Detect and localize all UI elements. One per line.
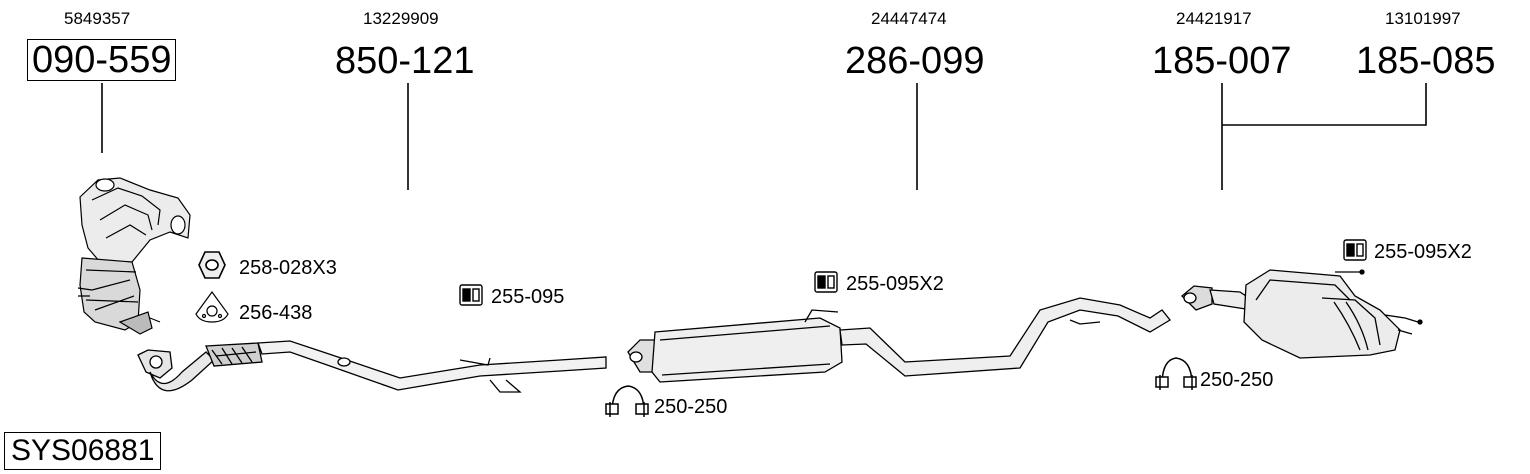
mount-rear-icon xyxy=(1343,239,1367,261)
nut-icon xyxy=(198,251,226,279)
oe-number-rear-silencer-alt: 13101997 xyxy=(1385,9,1461,28)
leader-rear-silencer-alt xyxy=(1222,83,1427,126)
oe-number-front-pipe: 13229909 xyxy=(363,9,439,28)
manifold-catalyst xyxy=(77,177,191,335)
oe-number-rear-silencer: 24421917 xyxy=(1176,9,1252,28)
front-pipe xyxy=(137,340,607,393)
label-gasket[interactable]: 256-438 xyxy=(239,302,313,324)
clamp-rear-icon xyxy=(1155,357,1197,390)
part-number-front-pipe[interactable]: 850-121 xyxy=(335,40,475,82)
part-number-rear-silencer[interactable]: 185-007 xyxy=(1152,40,1292,82)
label-mount-mid[interactable]: 255-095X2 xyxy=(846,273,944,295)
label-mount-front[interactable]: 255-095 xyxy=(491,286,565,308)
part-number-manifold[interactable]: 090-559 xyxy=(27,39,177,81)
clamp-mid-icon xyxy=(605,385,649,417)
rear-silencer xyxy=(1181,269,1423,359)
gasket-icon xyxy=(195,290,229,323)
oe-number-middle-silencer: 24447474 xyxy=(871,9,947,28)
mount-mid-icon xyxy=(814,271,838,293)
mount-front-icon xyxy=(459,284,483,306)
middle-silencer xyxy=(627,297,1171,383)
part-number-middle-silencer[interactable]: 286-099 xyxy=(845,40,985,82)
label-mount-rear[interactable]: 255-095X2 xyxy=(1374,241,1472,263)
label-clamp-mid[interactable]: 250-250 xyxy=(654,396,728,418)
part-number-rear-silencer-alt[interactable]: 185-085 xyxy=(1356,40,1496,82)
system-code: SYS06881 xyxy=(4,432,162,470)
label-clamp-rear[interactable]: 250-250 xyxy=(1200,369,1274,391)
label-nut[interactable]: 258-028X3 xyxy=(239,257,337,279)
oe-number-manifold: 5849357 xyxy=(64,9,131,28)
